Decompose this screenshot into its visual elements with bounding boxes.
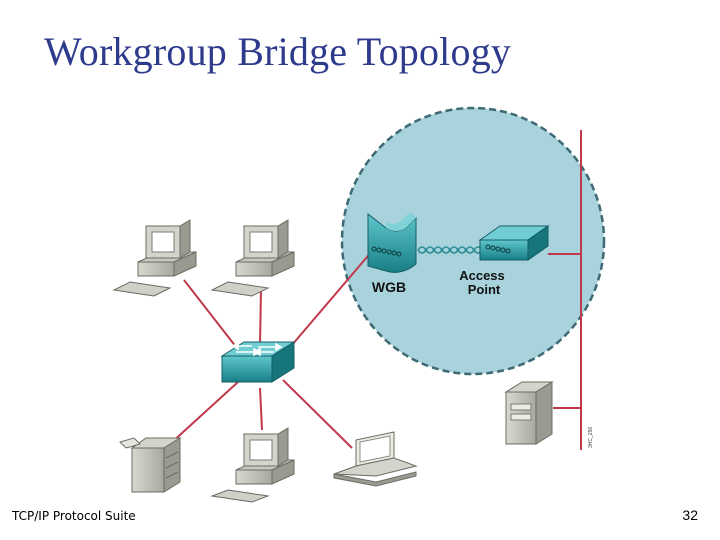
access-point-device — [478, 225, 550, 261]
workstation-pc-2-icon — [210, 219, 295, 297]
wireless-coverage-area — [340, 106, 606, 376]
wgb-antenna-coils-icon — [371, 246, 402, 257]
workgroup-switch-icon — [220, 341, 296, 383]
footer-course-name: TCP/IP Protocol Suite — [12, 509, 136, 523]
switch-to-printer-link — [169, 381, 239, 445]
wgb-label: WGB — [372, 279, 406, 295]
wgb-device — [367, 212, 417, 273]
switch-to-pc1-link — [183, 279, 241, 353]
ap-antenna-coils-icon — [485, 244, 511, 254]
workstation-pc-3-icon — [210, 427, 295, 503]
switch-to-pc3-link — [259, 387, 263, 431]
wgb-to-switch-link — [285, 249, 374, 353]
access-point-label-line2: Point — [468, 282, 501, 297]
server-icon — [504, 381, 554, 445]
workstation-pc-1-icon — [112, 219, 197, 297]
access-point-label-line1: Access — [459, 268, 505, 283]
radio-link-signal — [417, 246, 483, 254]
page-number: 32 — [682, 507, 698, 523]
printer-icon — [119, 437, 182, 493]
switch-to-pc2-link — [259, 287, 262, 347]
slide-title: Workgroup Bridge Topology — [44, 29, 512, 74]
switch-to-laptop-link — [282, 379, 353, 449]
laptop-icon — [333, 431, 418, 487]
figure-code: 3HC_256 — [588, 427, 594, 448]
wired-links — [169, 130, 582, 450]
